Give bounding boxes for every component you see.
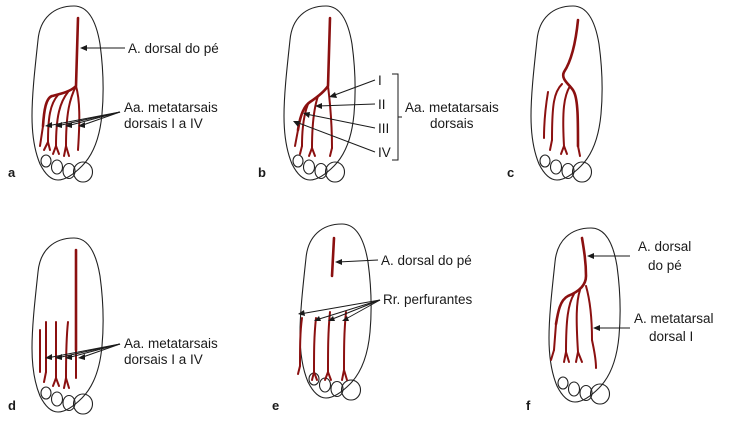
label-roman-II: II <box>378 97 386 112</box>
label-roman-IV: IV <box>378 145 391 160</box>
panel-letter-d: d <box>8 398 16 413</box>
panel-letter-e: e <box>272 398 279 413</box>
panel-letter-a: a <box>8 165 16 180</box>
label-metatarsais-b-1: Aa. metatarsais <box>405 100 499 115</box>
label-metatarsais-a-2: dorsais I a IV <box>124 116 203 131</box>
panel-d: Aa. metatarsais dorsais I a IV d <box>8 238 218 414</box>
panel-a: A. dorsal do pé Aa. metatarsais dorsais … <box>8 6 219 182</box>
panel-c: c <box>507 6 602 182</box>
label-mt-f-2: dorsal I <box>649 329 693 344</box>
label-roman-I: I <box>378 73 382 88</box>
label-metatarsais-d-2: dorsais I a IV <box>124 352 203 367</box>
panel-letter-c: c <box>507 165 514 180</box>
label-metatarsais-d-1: Aa. metatarsais <box>124 336 218 351</box>
label-perfurantes: Rr. perfurantes <box>383 292 473 307</box>
artery-tree-a <box>40 18 79 156</box>
label-roman-III: III <box>378 121 389 136</box>
label-dorsal-pe-e: A. dorsal do pé <box>381 253 472 268</box>
label-metatarsais-a-1: Aa. metatarsais <box>124 100 218 115</box>
label-dorsal-pe-a: A. dorsal do pé <box>128 41 219 56</box>
panel-letter-b: b <box>258 165 266 180</box>
panel-f: A. dorsal do pé A. metatarsal dorsal I f <box>526 228 714 413</box>
artery-tree-d <box>40 250 76 388</box>
panel-letter-f: f <box>526 398 531 413</box>
artery-tree-f <box>551 238 596 368</box>
label-dorsal-f-2: do pé <box>648 258 682 273</box>
label-mt-f-1: A. metatarsal <box>634 311 714 326</box>
panel-e: A. dorsal do pé Rr. perfurantes e <box>272 224 473 413</box>
artery-tree-c <box>544 20 580 156</box>
label-metatarsais-b-2: dorsais <box>430 116 474 131</box>
artery-tree-b <box>295 18 332 156</box>
panel-b: I II III IV Aa. metatarsais dorsais b <box>258 6 499 182</box>
label-dorsal-f-1: A. dorsal <box>638 239 691 254</box>
bracket-b <box>392 74 398 160</box>
